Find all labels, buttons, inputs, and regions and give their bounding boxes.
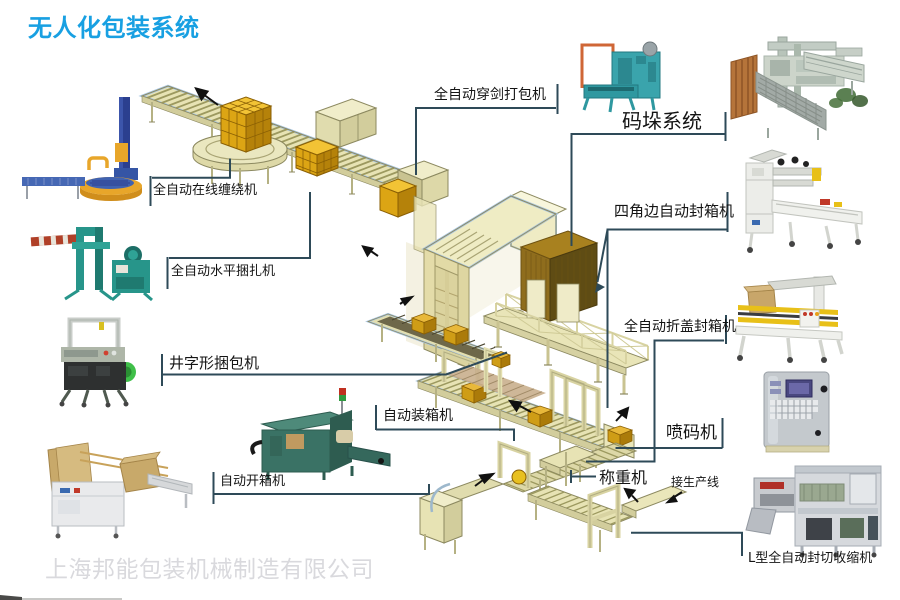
- label-shrink-wrapper: L型全自动封切收缩机: [748, 551, 873, 566]
- palletized-load: [495, 230, 627, 365]
- connector-arrowhead: [595, 283, 605, 293]
- label-case-packer: 自动装箱机: [383, 408, 453, 424]
- label-corner-sealer: 四角边自动封箱机: [614, 202, 735, 220]
- label-palletizer-system: 码垛系统: [622, 109, 702, 133]
- company-watermark: 上海邦能包装机械制造有限公司: [45, 557, 374, 583]
- carton-stack-3: [378, 178, 418, 218]
- machine-case-packer: [250, 388, 391, 480]
- machine-palletizer: [730, 36, 868, 140]
- label-inkjet-coder: 喷码机: [666, 423, 717, 443]
- label-weigher: 称重机: [599, 468, 648, 487]
- carton-stack-1: [219, 96, 273, 153]
- end-station: [526, 445, 688, 552]
- machine-flap-sealer: [735, 275, 844, 363]
- label-pallet-wrapper: 全自动在线缠绕机: [153, 183, 258, 198]
- machine-shrink-wrapper: [745, 465, 882, 558]
- machine-grid-strapper: [59, 317, 136, 408]
- label-production-line: 接生产线: [671, 475, 720, 489]
- carton-stack-2: [294, 138, 340, 177]
- machine-horizontal-strapper: [30, 227, 153, 302]
- flow-arrows: [194, 86, 639, 503]
- main-line-illustration: [138, 84, 688, 554]
- machine-sword-strapper: [580, 41, 661, 113]
- machine-pallet-wrapper: [22, 97, 142, 201]
- label-sword-strapper: 全自动穿剑打包机: [434, 87, 546, 103]
- label-flap-sealer: 全自动折盖封箱机: [624, 319, 736, 335]
- production-line-arrow: [665, 491, 683, 504]
- label-grid-strapper: 井字形捆包机: [169, 354, 260, 372]
- machine-inkjet-coder: [763, 371, 830, 453]
- label-case-erector: 自动开箱机: [220, 474, 286, 489]
- machine-corner-sealer: [745, 149, 863, 253]
- inline-strapper-cabinet: [314, 98, 378, 148]
- case-feed-station: [418, 476, 505, 554]
- machine-case-erector: [47, 442, 193, 539]
- corner-artifact: [0, 595, 122, 600]
- packing-line-conveyor: [415, 346, 629, 468]
- connector-lines: [149, 84, 743, 556]
- label-horizontal-strapper: 全自动水平捆扎机: [171, 264, 276, 279]
- page-title: 无人化包装系统: [28, 14, 200, 42]
